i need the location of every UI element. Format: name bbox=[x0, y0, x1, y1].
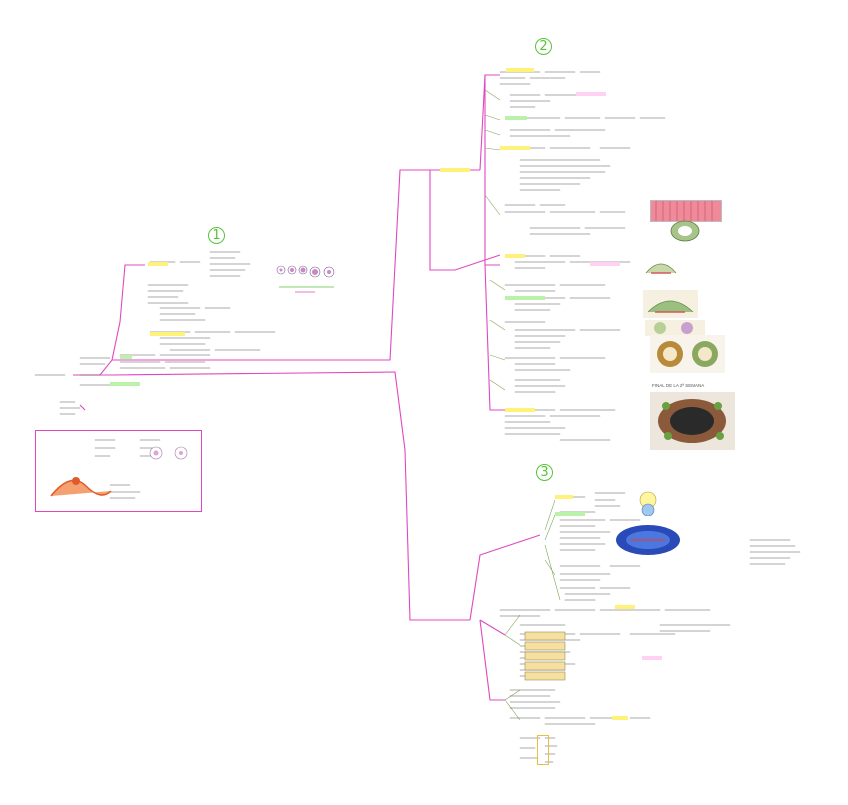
section-badge-1: 1 bbox=[208, 227, 225, 244]
highlight-mark bbox=[505, 116, 527, 120]
highlight-mark bbox=[110, 382, 140, 386]
embryo-diagram-3 bbox=[524, 631, 566, 681]
highlight-mark bbox=[148, 262, 168, 266]
section-badge-2: 2 bbox=[535, 38, 552, 55]
yellow-box bbox=[537, 735, 549, 765]
week-end-caption: FINAL DE LA 2ª SEMANA bbox=[652, 383, 705, 388]
highlight-mark bbox=[505, 296, 545, 300]
highlight-mark bbox=[505, 254, 525, 258]
embryo-diagram-2 bbox=[616, 525, 680, 555]
highlight-mark bbox=[500, 146, 530, 150]
highlight-mark bbox=[506, 68, 534, 72]
week-end-image bbox=[650, 392, 735, 450]
embryo-diagram-1 bbox=[639, 491, 657, 516]
highlight-mark bbox=[612, 716, 628, 720]
highlight-mark bbox=[576, 92, 606, 96]
highlight-mark bbox=[505, 408, 535, 412]
disc-image-4 bbox=[650, 335, 725, 373]
highlight-mark bbox=[150, 332, 185, 336]
disc-image-2 bbox=[643, 290, 698, 318]
highlight-mark bbox=[120, 355, 132, 359]
highlight-mark bbox=[615, 605, 635, 609]
disc-image-1 bbox=[645, 263, 677, 274]
highlight-mark bbox=[440, 168, 470, 172]
summary-box-drawing bbox=[50, 446, 188, 497]
section-badge-3: 3 bbox=[536, 464, 553, 481]
cell-stages-drawing bbox=[276, 265, 335, 293]
disc-image-3 bbox=[645, 320, 705, 336]
highlight-mark bbox=[555, 512, 585, 516]
highlight-mark bbox=[555, 495, 573, 499]
highlight-mark bbox=[642, 656, 662, 660]
embryo-image bbox=[670, 220, 700, 242]
highlight-mark bbox=[590, 262, 620, 266]
summary-box bbox=[35, 430, 202, 512]
